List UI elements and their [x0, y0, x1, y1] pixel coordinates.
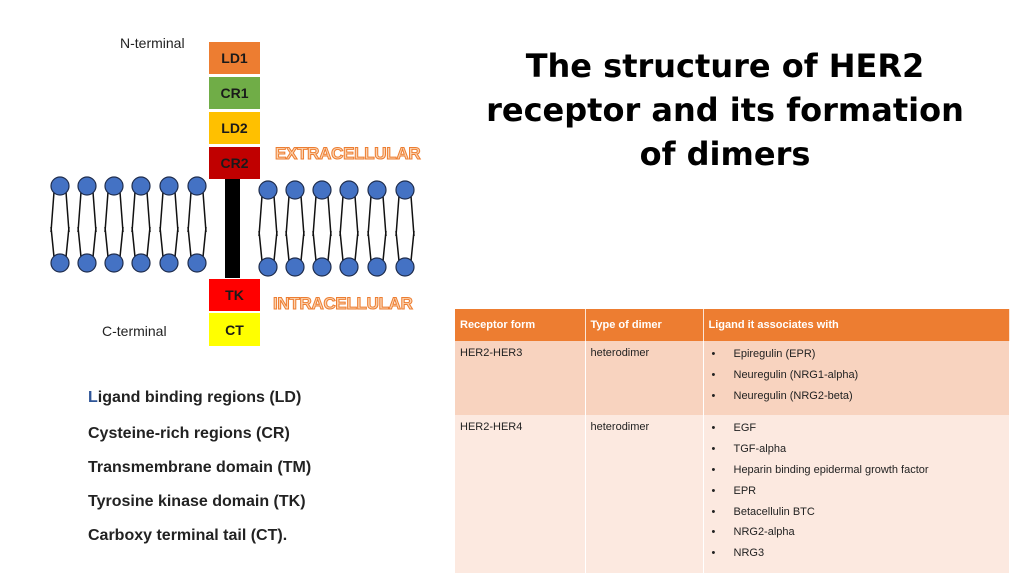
ligand-cell: EGF TGF-alpha Heparin binding epidermal …: [703, 415, 1010, 573]
lipid-head: [312, 180, 332, 200]
lipid-head: [77, 253, 97, 273]
ligand-item: Neuregulin (NRG1-alpha): [709, 368, 1005, 389]
ligand-item: Epiregulin (EPR): [709, 347, 1005, 368]
lipid-tail: [187, 191, 207, 233]
lipid-head: [258, 180, 278, 200]
legend-item: Transmembrane domain (TM): [88, 459, 311, 477]
receptor-form-cell: HER2-HER4: [455, 415, 586, 573]
lipid-tail: [367, 230, 387, 262]
lipid-tail: [395, 195, 415, 237]
intracellular-label: INTRACELLULAR: [273, 294, 414, 314]
lipid-head: [395, 180, 415, 200]
lipid-tail: [104, 191, 124, 233]
lipid-head: [187, 176, 207, 196]
domain-cr1: CR1: [209, 77, 260, 109]
lipid-tail: [312, 230, 332, 262]
lipid-head: [339, 180, 359, 200]
lipid-tail: [50, 226, 70, 258]
transmembrane-domain: [225, 178, 240, 278]
legend-text: igand binding regions (LD): [97, 389, 302, 406]
table-row: HER2-HER3 heterodimer Epiregulin (EPR) N…: [455, 341, 1010, 416]
lipid-head: [131, 176, 151, 196]
legend-text: Tyrosine kinase domain (TK): [88, 493, 306, 510]
ligand-item: EGF: [709, 421, 1005, 442]
legend-initial: L: [88, 389, 98, 406]
lipid-head: [258, 257, 278, 277]
lipid-head: [285, 180, 305, 200]
dimer-type-cell: heterodimer: [585, 415, 704, 573]
ligand-item: Neuregulin (NRG2-beta): [709, 389, 1005, 410]
legend-text: Carboxy terminal tail (CT).: [88, 527, 288, 544]
legend-item: Cysteine-rich regions (CR): [88, 425, 290, 443]
header-receptor-form: Receptor form: [455, 309, 586, 341]
lipid-tail: [50, 191, 70, 233]
lipid-tail: [187, 226, 207, 258]
lipid-head: [159, 176, 179, 196]
lipid-tail: [258, 195, 278, 237]
ligand-item: Heparin binding epidermal growth factor: [709, 463, 1005, 484]
legend-text: Cysteine-rich regions (CR): [88, 425, 290, 442]
ligand-item: NRG3: [709, 546, 1005, 567]
lipid-head: [131, 253, 151, 273]
lipid-tail: [395, 230, 415, 262]
table-row: HER2-HER4 heterodimer EGF TGF-alpha Hepa…: [455, 415, 1010, 573]
receptor-form-cell: HER2-HER3: [455, 341, 586, 416]
lipid-head: [187, 253, 207, 273]
ligand-item: EPR: [709, 484, 1005, 505]
lipid-tail: [312, 195, 332, 237]
domain-tk: TK: [209, 279, 260, 311]
legend-item: Carboxy terminal tail (CT).: [88, 527, 287, 545]
header-type-of-dimer: Type of dimer: [585, 309, 704, 341]
lipid-tail: [131, 226, 151, 258]
lipid-head: [159, 253, 179, 273]
table-header-row: Receptor form Type of dimer Ligand it as…: [455, 309, 1010, 341]
legend-item: Tyrosine kinase domain (TK): [88, 493, 306, 511]
extracellular-label: EXTRACELLULAR: [274, 144, 421, 164]
lipid-head: [50, 176, 70, 196]
lipid-head: [312, 257, 332, 277]
lipid-head: [395, 257, 415, 277]
lipid-tail: [367, 195, 387, 237]
header-ligand: Ligand it associates with: [703, 309, 1010, 341]
lipid-tail: [77, 226, 97, 258]
lipid-head: [50, 253, 70, 273]
lipid-head: [285, 257, 305, 277]
ligand-cell: Epiregulin (EPR) Neuregulin (NRG1-alpha)…: [703, 341, 1010, 416]
lipid-tail: [258, 230, 278, 262]
slide-title: The structure of HER2 receptor and its f…: [486, 47, 964, 173]
ligand-item: NRG2-alpha: [709, 525, 1005, 546]
lipid-tail: [285, 230, 305, 262]
c-terminal-label: C-terminal: [102, 323, 167, 339]
lipid-tail: [339, 230, 359, 262]
n-terminal-label: N-terminal: [120, 35, 185, 51]
lipid-head: [104, 253, 124, 273]
lipid-head: [339, 257, 359, 277]
dimer-type-cell: heterodimer: [585, 341, 704, 416]
lipid-tail: [339, 195, 359, 237]
legend-text: Transmembrane domain (TM): [88, 459, 312, 476]
lipid-tail: [104, 226, 124, 258]
lipid-head: [77, 176, 97, 196]
lipid-head: [367, 180, 387, 200]
lipid-tail: [159, 191, 179, 233]
domain-ld1: LD1: [209, 42, 260, 74]
cell-membrane-diagram: [50, 176, 415, 278]
lipid-tail: [77, 191, 97, 233]
ligand-item: TGF-alpha: [709, 442, 1005, 463]
lipid-head: [367, 257, 387, 277]
ligand-item: Betacellulin BTC: [709, 505, 1005, 526]
domain-ld2: LD2: [209, 112, 260, 144]
dimer-table: Receptor form Type of dimer Ligand it as…: [455, 309, 1010, 573]
lipid-head: [104, 176, 124, 196]
lipid-tail: [131, 191, 151, 233]
lipid-tail: [159, 226, 179, 258]
lipid-tail: [285, 195, 305, 237]
domain-cr2: CR2: [209, 147, 260, 179]
legend-item: Ligand binding regions (LD): [88, 389, 301, 407]
domain-ct: CT: [209, 313, 260, 346]
